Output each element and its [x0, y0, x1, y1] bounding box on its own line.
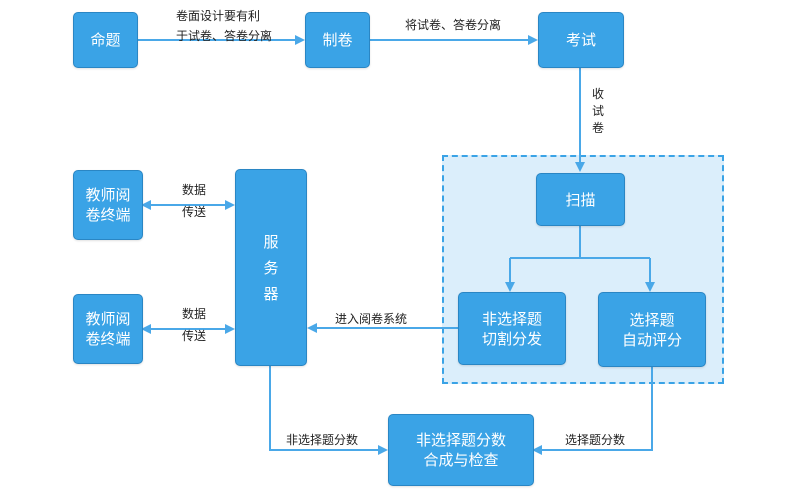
edge-label-collect-char2: 试: [591, 104, 604, 118]
edge-label-data-transfer-2-line2: 传送: [182, 329, 207, 343]
edge-label-design: 卷面设计要有利 于试卷、答卷分离: [176, 8, 272, 44]
node-choice-autograde-line1: 选择题: [629, 310, 675, 329]
node-mingti-label: 命题: [90, 31, 121, 49]
node-mingti: 命题: [73, 12, 138, 68]
edge-label-choice-score: 选择题分数: [565, 432, 625, 448]
edge-label-design-line2: 于试卷、答卷分离: [176, 29, 273, 43]
edge-autograde-combine: [532, 367, 653, 455]
node-server-char2: 务: [263, 258, 279, 277]
node-kaoshi: 考试: [538, 12, 624, 68]
edge-label-data-transfer-1-line1: 数据: [182, 183, 207, 197]
node-teacher-terminal-2-line1: 教师阅: [85, 310, 131, 328]
node-saomiao-label: 扫描: [565, 190, 596, 209]
edge-label-data-transfer-2: 数据 传送: [182, 306, 206, 344]
edge-server-combine: [269, 366, 388, 455]
node-server-char3: 器: [263, 284, 279, 303]
node-server-char1: 服: [263, 232, 279, 251]
node-teacher-terminal-1: 教师阅 卷终端: [73, 170, 143, 240]
edge-label-data-transfer-2-line1: 数据: [182, 307, 207, 321]
node-choice-autograde-line2: 自动评分: [621, 330, 682, 349]
edge-label-separate: 将试卷、答卷分离: [405, 17, 501, 33]
edge-label-choice-score-text: 选择题分数: [565, 433, 626, 447]
node-teacher-terminal-1-line2: 卷终端: [85, 206, 131, 224]
node-zhijuan-label: 制卷: [322, 31, 353, 49]
node-score-combine: 非选择题分数 合成与检查: [388, 414, 534, 486]
node-nonchoice-split-line2: 切割分发: [481, 329, 542, 348]
edge-label-separate-text: 将试卷、答卷分离: [405, 18, 502, 32]
edge-label-data-transfer-1: 数据 传送: [182, 182, 206, 220]
node-saomiao: 扫描: [536, 173, 625, 226]
edge-label-data-transfer-1-line2: 传送: [182, 205, 207, 219]
node-score-combine-line1: 非选择题分数: [415, 431, 506, 449]
node-teacher-terminal-2-line2: 卷终端: [85, 330, 131, 348]
node-choice-autograde: 选择题 自动评分: [598, 292, 706, 367]
edge-label-design-line1: 卷面设计要有利: [176, 9, 261, 23]
node-teacher-terminal-1-line1: 教师阅: [85, 186, 131, 204]
node-server: 服 务 器: [235, 169, 307, 366]
node-nonchoice-split-line1: 非选择题: [481, 309, 542, 328]
node-nonchoice-split: 非选择题 切割分发: [458, 292, 566, 365]
node-score-combine-line2: 合成与检查: [423, 451, 499, 469]
edge-label-enter-system-text: 进入阅卷系统: [335, 312, 408, 326]
node-zhijuan: 制卷: [305, 12, 370, 68]
node-kaoshi-label: 考试: [565, 31, 596, 49]
edge-label-collect-char3: 卷: [591, 121, 604, 135]
edge-label-enter-system: 进入阅卷系统: [335, 311, 407, 327]
node-teacher-terminal-2: 教师阅 卷终端: [73, 294, 143, 364]
edge-label-nonchoice-score-text: 非选择题分数: [286, 433, 359, 447]
edge-label-collect-char1: 收: [591, 87, 604, 101]
edge-label-collect: 收 试 卷: [590, 86, 606, 137]
edge-label-nonchoice-score: 非选择题分数: [286, 432, 358, 448]
